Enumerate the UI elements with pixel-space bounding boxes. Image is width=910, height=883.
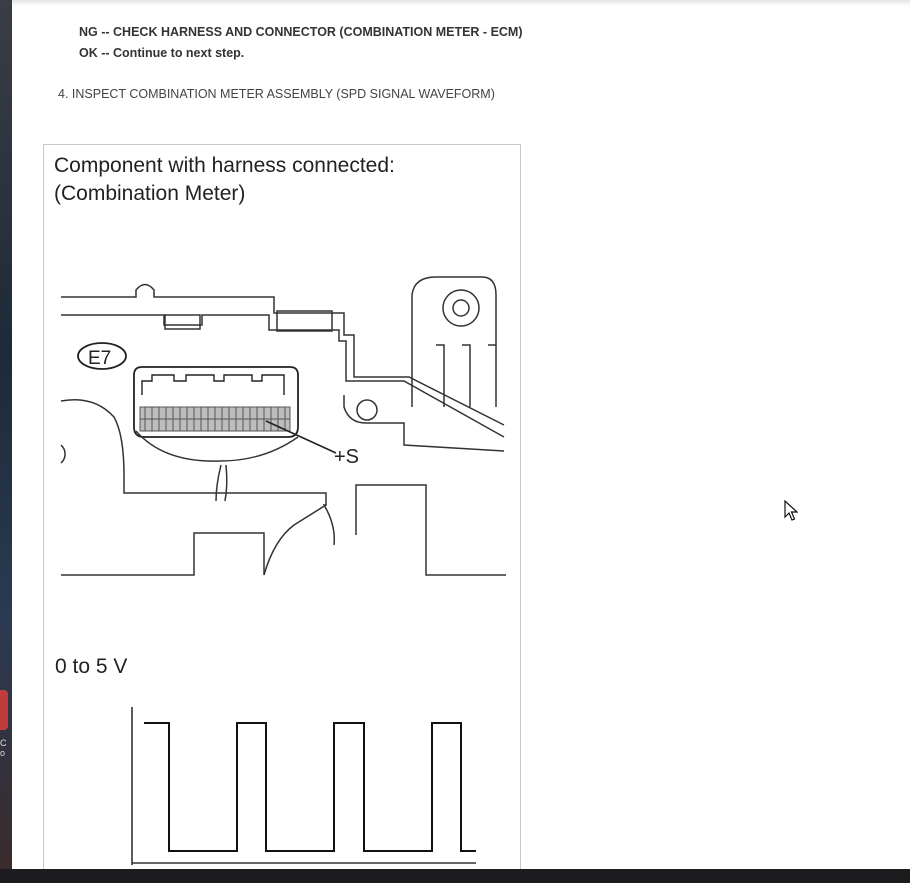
- connector-waveform-figure: Component with harness connected: (Combi…: [43, 144, 521, 869]
- waveform-trace: [144, 722, 476, 852]
- figure-caption-line1: Component with harness connected:: [54, 154, 395, 177]
- app-icon-caption: C o: [0, 738, 7, 758]
- connector-id-label: E7: [88, 348, 111, 369]
- connector-terminals: [139, 406, 291, 432]
- connector-id-badge: [77, 342, 127, 370]
- bottom-edge: [0, 869, 910, 883]
- step-heading: 4. INSPECT COMBINATION METER ASSEMBLY (S…: [58, 87, 495, 101]
- taskbar-app-icon[interactable]: [0, 690, 8, 730]
- mouse-pointer-icon: [784, 500, 798, 521]
- voltage-range-label: 0 to 5 V: [55, 655, 127, 678]
- connector-body: [133, 366, 299, 438]
- ng-result-text: NG -- CHECK HARNESS AND CONNECTOR (COMBI…: [79, 25, 523, 39]
- window-top-edge: [12, 0, 910, 6]
- desktop-background: C o: [0, 0, 12, 883]
- terminal-label: +S: [334, 446, 359, 468]
- ok-result-text: OK -- Continue to next step.: [79, 46, 245, 60]
- document-window: NG -- CHECK HARNESS AND CONNECTOR (COMBI…: [12, 0, 910, 869]
- figure-caption-line2: (Combination Meter): [54, 182, 245, 205]
- terminal-pointer-line: [265, 420, 337, 454]
- meter-housing-outline: [60, 276, 506, 576]
- figure-drawing: Component with harness connected: (Combi…: [54, 154, 506, 865]
- connector-e7: E7: [77, 342, 359, 468]
- spd-waveform: [131, 707, 476, 865]
